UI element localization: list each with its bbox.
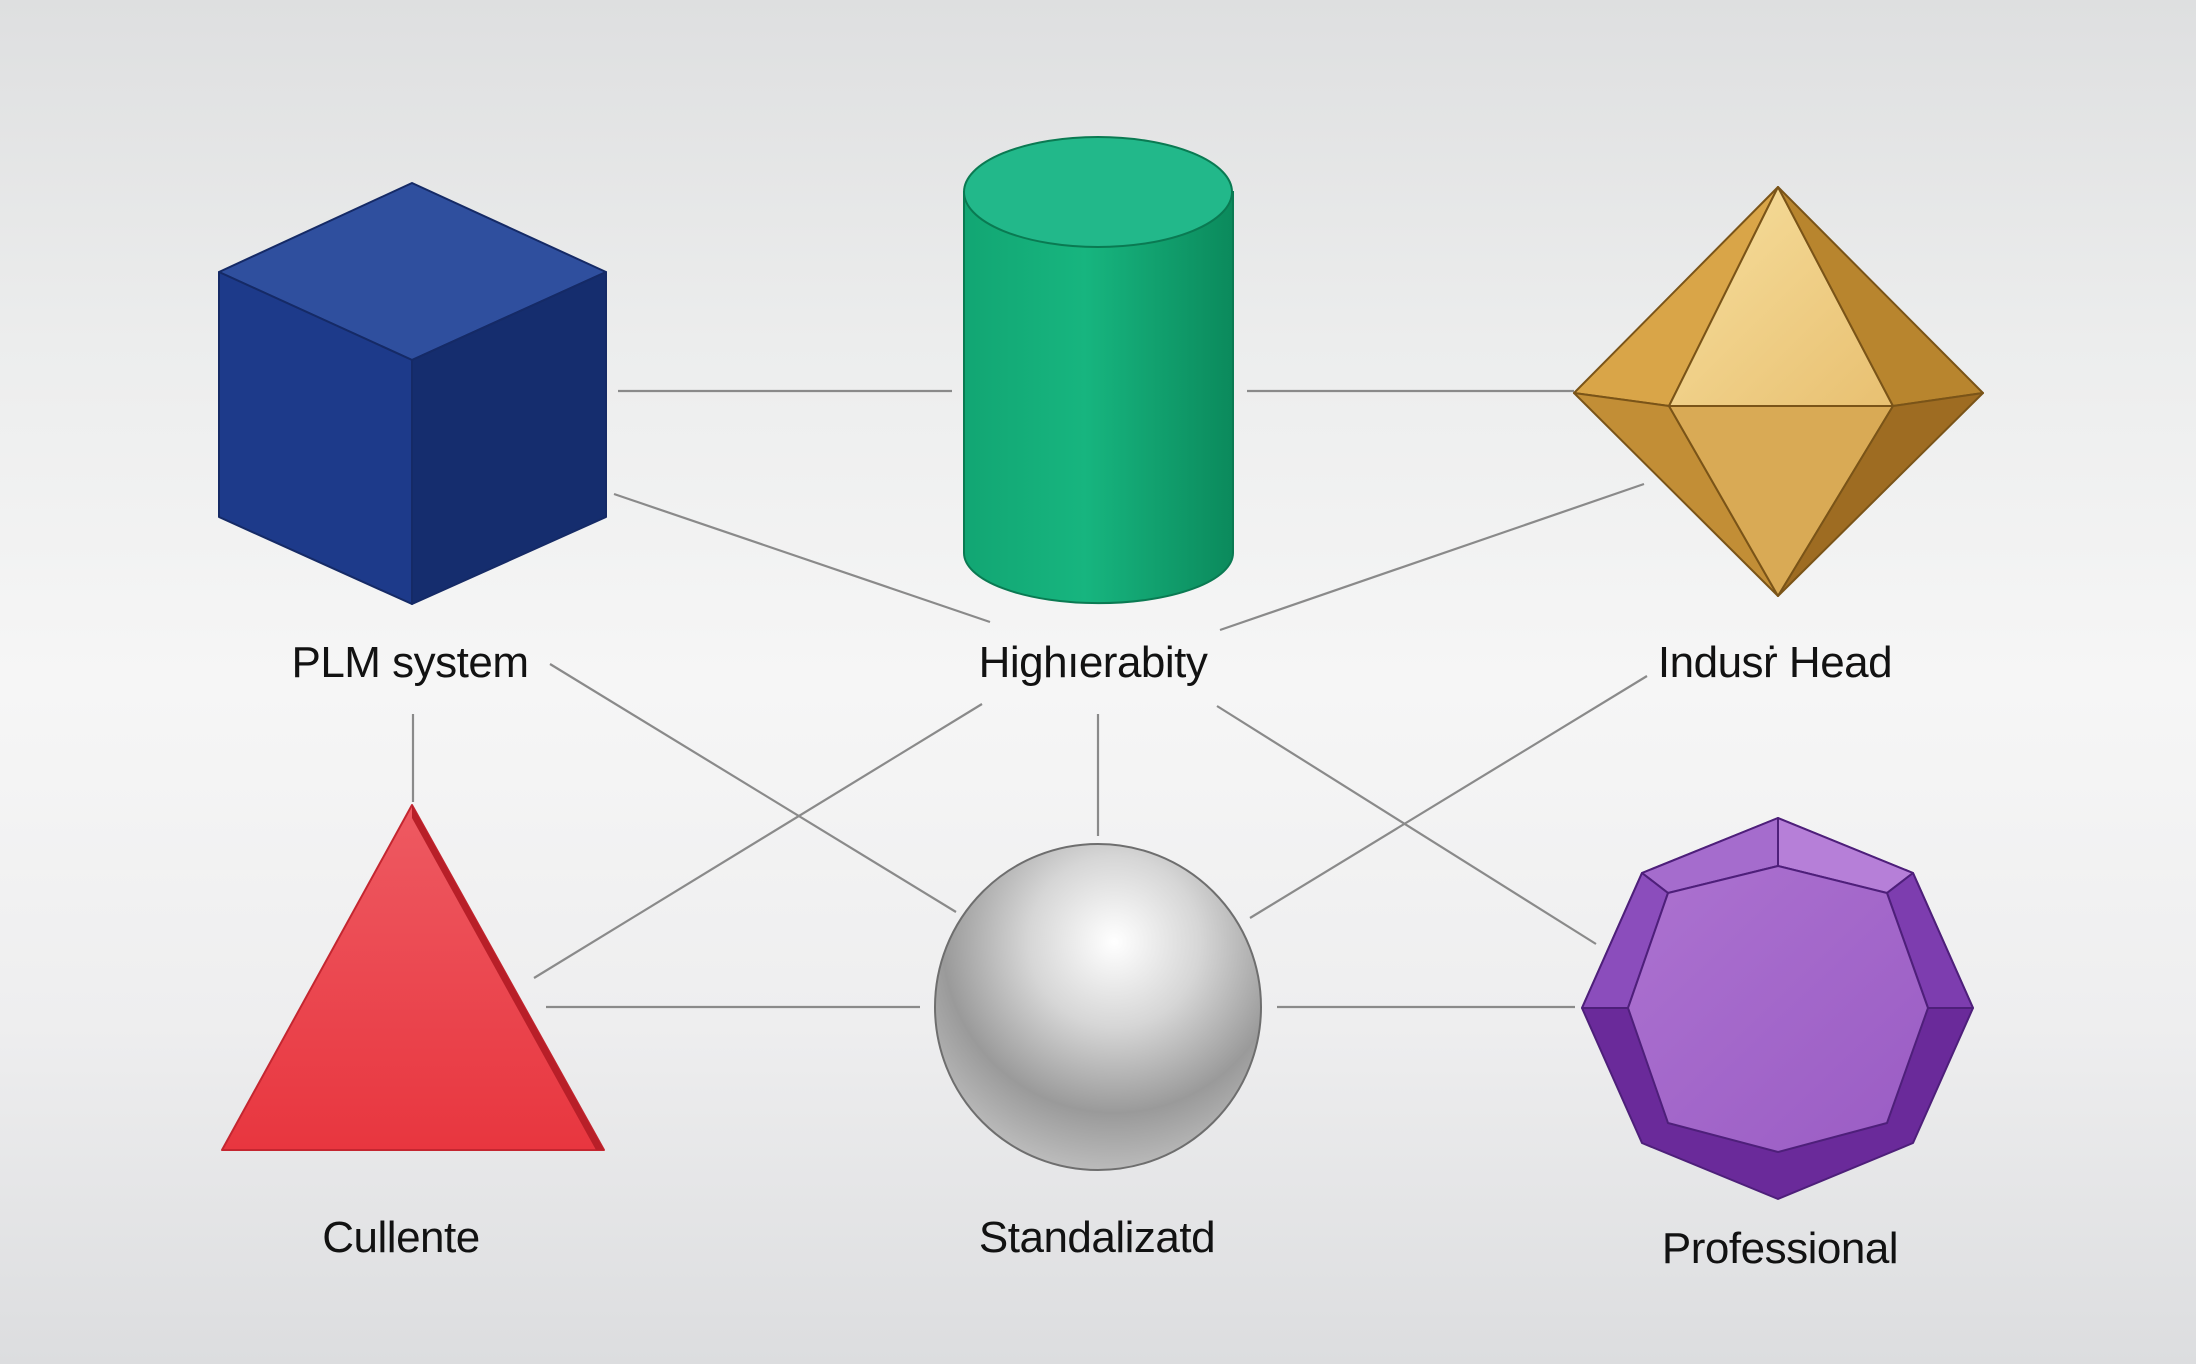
label-cullente: Cullente <box>322 1213 480 1262</box>
label-plm-system: PLM system <box>291 638 529 687</box>
connection-line <box>1216 705 1597 945</box>
connection-line <box>533 703 983 979</box>
octahedron-shape <box>1573 186 1984 597</box>
cube-shape <box>218 182 607 605</box>
connection-lines <box>411 389 1648 1009</box>
octagon-shape <box>1581 817 1974 1200</box>
label-higherabity: Highıerabity <box>978 638 1208 687</box>
label-standalizatd: Standalizatd <box>978 1213 1216 1262</box>
label-professional: Professional <box>1661 1224 1899 1273</box>
cylinder-shape <box>963 136 1234 605</box>
connection-line <box>613 492 991 624</box>
connection-line <box>549 663 957 913</box>
connection-line <box>1249 675 1648 919</box>
connection-line <box>1219 482 1645 632</box>
sphere-shape <box>934 843 1262 1171</box>
label-industr-head: Indusṙ Head <box>1657 638 1893 687</box>
triangle-shape <box>221 804 605 1151</box>
